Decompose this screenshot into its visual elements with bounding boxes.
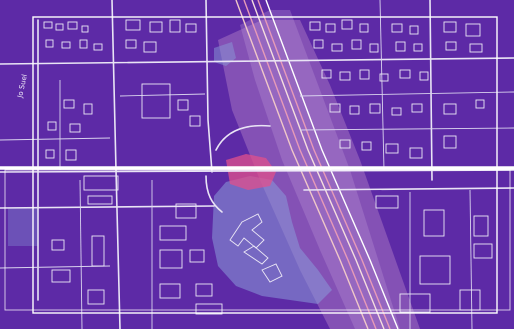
rail-corridor xyxy=(235,0,399,329)
buildings xyxy=(43,19,493,315)
flood-zone xyxy=(212,176,332,304)
map-frame xyxy=(32,16,498,314)
highlight-parcel xyxy=(226,154,276,190)
flood-zone-upper xyxy=(214,42,236,66)
map-frame-outer xyxy=(4,169,511,311)
